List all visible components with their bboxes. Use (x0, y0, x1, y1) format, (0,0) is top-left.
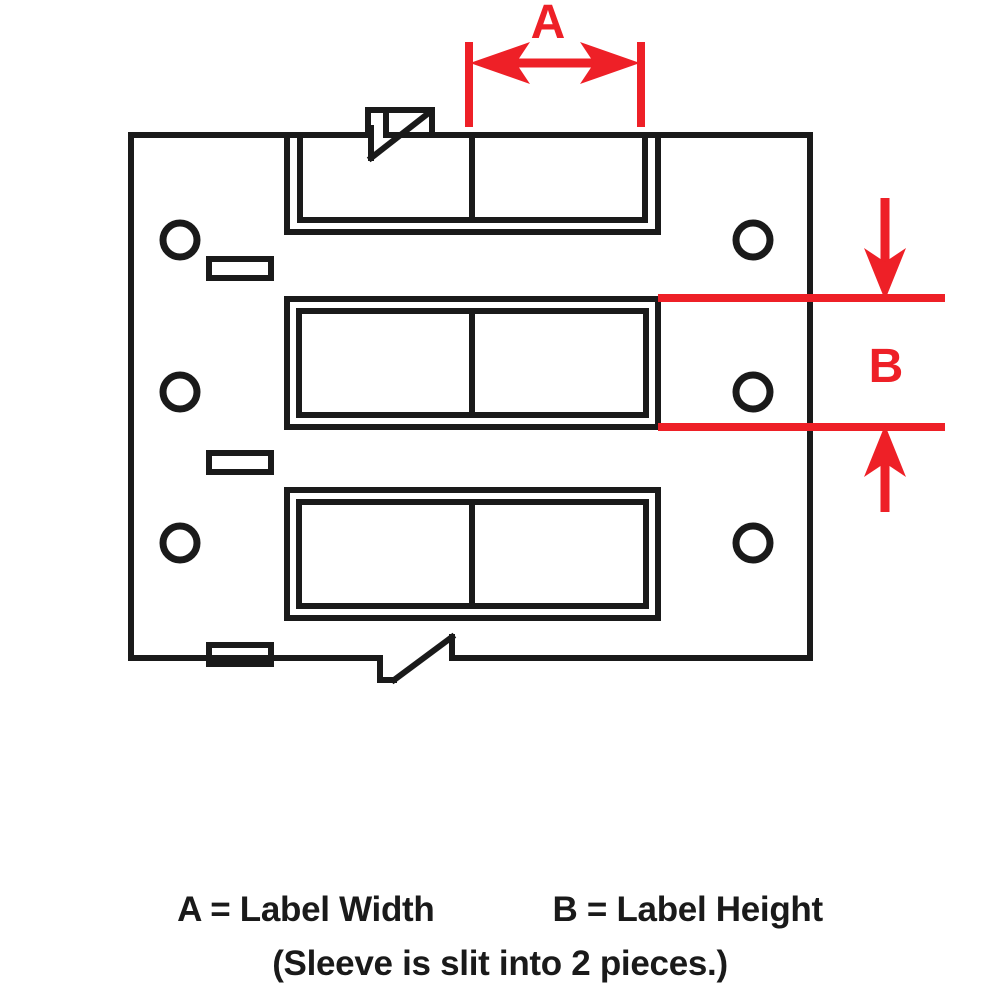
dimension-b-group: B (658, 198, 945, 512)
sprocket-hole-left-1 (159, 219, 201, 261)
caption-definitions-row: A = Label Width B = Label Height (0, 890, 1000, 930)
dimension-a-group: A (465, 0, 645, 127)
sprocket-hole-right-3 (732, 522, 774, 564)
caption-block: A = Label Width B = Label Height (Sleeve… (0, 890, 1000, 984)
dimension-a-arrowhead-right-icon (580, 42, 640, 84)
caption-note: (Sleeve is slit into 2 pieces.) (272, 944, 728, 983)
carrier-notch-slots (206, 256, 274, 667)
sprocket-hole-right-1 (732, 219, 774, 261)
sprocket-holes-left (159, 219, 201, 564)
sprocket-holes-right (732, 219, 774, 564)
backing-carrier-sheet (128, 107, 813, 685)
caption-a-definition: A = Label Width (177, 890, 435, 929)
dimension-a-label: A (531, 0, 566, 49)
dimension-b-arrowhead-bottom-icon (864, 425, 906, 477)
top-sleeve (284, 132, 661, 235)
dimension-a-arrowhead-left-icon (470, 42, 530, 84)
sprocket-hole-left-2 (159, 371, 201, 413)
middle-sleeve (284, 296, 661, 430)
caption-b-definition: B = Label Height (552, 890, 823, 929)
bottom-sleeve-outer-rect (284, 487, 661, 621)
carrier-bottom-edge-left (128, 655, 397, 683)
dimension-b-arrowhead-top-icon (864, 248, 906, 300)
carrier-top-break-diagonal (366, 107, 435, 163)
sprocket-hole-right-2 (732, 371, 774, 413)
bottom-sleeve (284, 487, 661, 621)
dimension-b-label: B (869, 340, 904, 393)
carrier-bottom-edge-right (449, 634, 813, 661)
carrier-bottom-break-diagonal (389, 632, 457, 685)
notch-slot-3 (206, 642, 274, 667)
sprocket-hole-left-3 (159, 522, 201, 564)
middle-sleeve-outer-rect (284, 296, 661, 430)
notch-slot-1 (206, 256, 274, 281)
notch-slot-2 (206, 450, 274, 475)
